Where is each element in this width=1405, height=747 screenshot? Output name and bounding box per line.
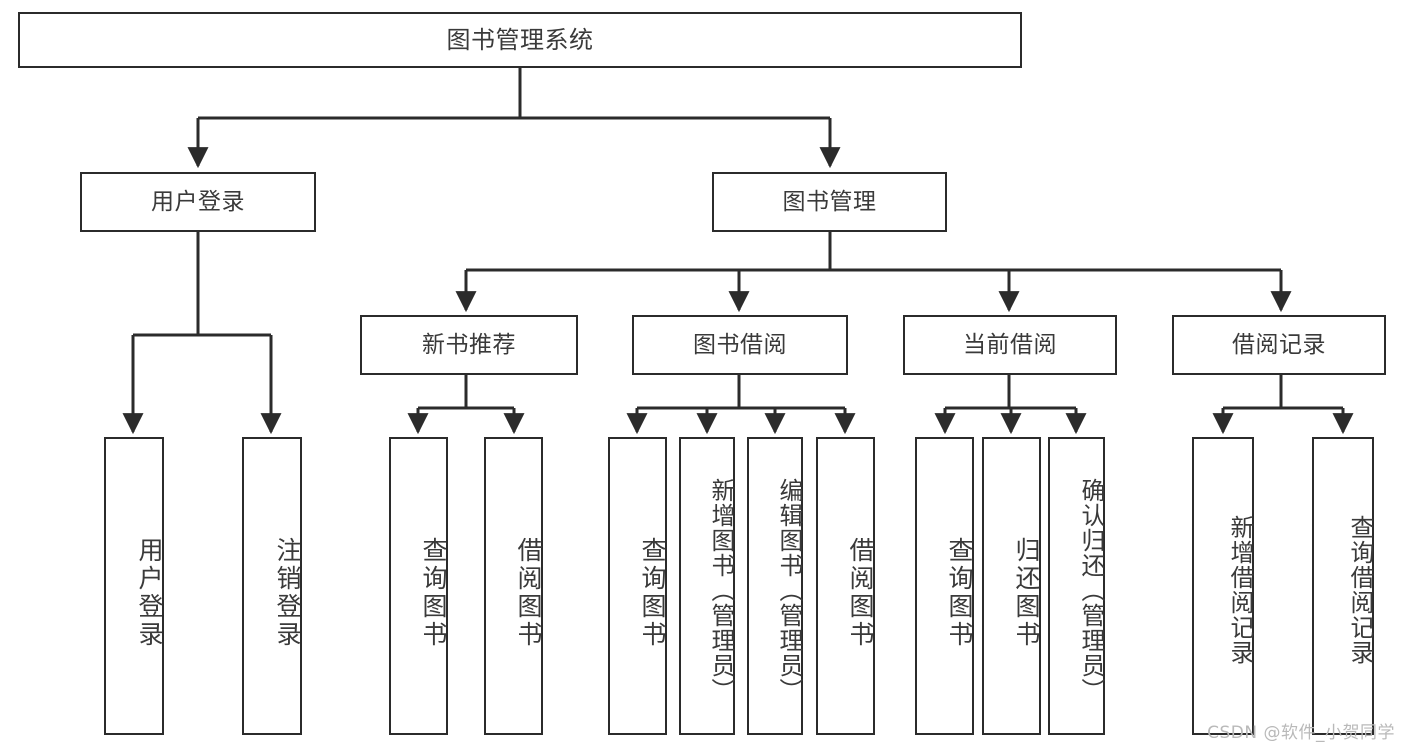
node-borrow-record[interactable]: 借阅记录	[1172, 315, 1386, 375]
node-leaf-edit-book[interactable]: 编辑图书（管理员）	[747, 437, 803, 735]
node-borrow-record-label: 借阅记录	[1232, 331, 1326, 358]
node-root-label: 图书管理系统	[446, 26, 594, 54]
node-leaf-logout[interactable]: 注销登录	[242, 437, 302, 735]
node-current-borrow[interactable]: 当前借阅	[903, 315, 1117, 375]
node-leaf-user-login-label: 用户登录	[135, 537, 164, 649]
node-leaf-return-book[interactable]: 归还图书	[982, 437, 1041, 735]
node-leaf-add-record[interactable]: 新增借阅记录	[1192, 437, 1254, 735]
node-leaf-query-book-c-label: 查询图书	[945, 537, 974, 649]
node-leaf-return-book-label: 归还图书	[1012, 537, 1041, 649]
node-leaf-query-record[interactable]: 查询借阅记录	[1312, 437, 1374, 735]
node-leaf-user-login[interactable]: 用户登录	[104, 437, 164, 735]
node-leaf-query-book-b-label: 查询图书	[638, 537, 667, 649]
node-leaf-add-book[interactable]: 新增图书（管理员）	[679, 437, 735, 735]
node-leaf-query-record-label: 查询借阅记录	[1346, 515, 1374, 665]
node-book-borrow-label: 图书借阅	[693, 331, 787, 358]
node-leaf-edit-book-label: 编辑图书（管理员）	[775, 477, 803, 703]
node-leaf-query-book-c[interactable]: 查询图书	[915, 437, 974, 735]
node-leaf-confirm-return[interactable]: 确认归还（管理员）	[1048, 437, 1105, 735]
csdn-watermark: CSDN @软件_小贺同学	[1207, 723, 1395, 743]
node-book-borrow[interactable]: 图书借阅	[632, 315, 848, 375]
node-leaf-borrow-book-a[interactable]: 借阅图书	[484, 437, 543, 735]
node-leaf-query-book-a[interactable]: 查询图书	[389, 437, 448, 735]
node-user-login-label: 用户登录	[151, 188, 245, 215]
node-new-book-rec[interactable]: 新书推荐	[360, 315, 578, 375]
node-book-mgmt[interactable]: 图书管理	[712, 172, 947, 232]
node-leaf-query-book-a-label: 查询图书	[419, 537, 448, 649]
node-book-mgmt-label: 图书管理	[782, 188, 877, 215]
node-leaf-borrow-book-b-label: 借阅图书	[846, 537, 875, 649]
node-leaf-add-book-label: 新增图书（管理员）	[707, 477, 735, 703]
node-leaf-borrow-book-a-label: 借阅图书	[514, 537, 543, 649]
node-new-book-rec-label: 新书推荐	[422, 331, 516, 358]
node-leaf-borrow-book-b[interactable]: 借阅图书	[816, 437, 875, 735]
node-leaf-add-record-label: 新增借阅记录	[1226, 515, 1254, 665]
node-leaf-logout-label: 注销登录	[273, 537, 302, 649]
node-root[interactable]: 图书管理系统	[18, 12, 1022, 68]
node-leaf-query-book-b[interactable]: 查询图书	[608, 437, 667, 735]
node-current-borrow-label: 当前借阅	[963, 331, 1057, 358]
node-user-login[interactable]: 用户登录	[80, 172, 316, 232]
node-leaf-confirm-return-label: 确认归还（管理员）	[1077, 477, 1105, 703]
